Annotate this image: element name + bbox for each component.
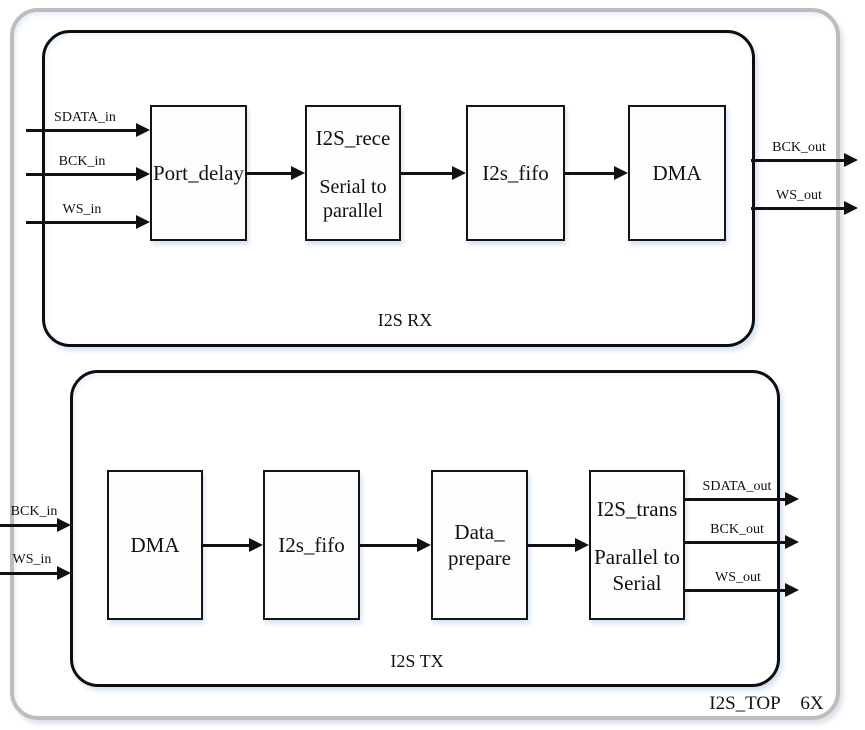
block-rx-i2s-fifo: I2s_fifo xyxy=(466,105,565,241)
wire-rx-ws-out xyxy=(751,207,846,210)
block-label: I2S_trans xyxy=(596,497,678,521)
signal-label-rx-bck-out: BCK_out xyxy=(772,140,826,155)
wire-portdelay-to-i2srece xyxy=(247,172,293,175)
rx-section-title: I2S RX xyxy=(377,310,433,330)
block-label: prepare xyxy=(448,546,511,570)
signal-label-tx-sdata-out: SDATA_out xyxy=(702,479,772,494)
top-module-label: I2S_TOP xyxy=(709,693,781,714)
block-tx-data-prepare: Data_ prepare xyxy=(431,470,528,620)
wire-i2srece-to-i2sfifo xyxy=(401,172,454,175)
signal-label-rx-ws-in: WS_in xyxy=(62,202,102,217)
arrowhead-icon xyxy=(844,153,858,167)
tx-section-title: I2S TX xyxy=(390,651,444,671)
block-sublabel: parallel xyxy=(323,200,383,222)
arrowhead-icon xyxy=(844,201,858,215)
signal-label-tx-ws-in: WS_in xyxy=(12,552,52,567)
wire-tx-ws-out xyxy=(685,589,787,592)
multiplier-label: 6X xyxy=(800,693,824,714)
arrowhead-icon xyxy=(57,566,71,580)
arrowhead-icon xyxy=(136,215,150,229)
wire-rx-bck-out xyxy=(751,159,846,162)
wire-i2sfifo-to-dma xyxy=(565,172,616,175)
block-label: Data_ xyxy=(454,520,505,544)
block-label: I2s_fifo xyxy=(278,533,345,557)
block-label: Port_delay xyxy=(153,161,244,185)
signal-label-rx-ws-out: WS_out xyxy=(776,188,822,203)
arrowhead-icon xyxy=(614,166,628,180)
wire-dma-to-i2sfifo xyxy=(203,544,251,547)
block-rx-dma: DMA xyxy=(628,105,726,241)
signal-label-tx-ws-out: WS_out xyxy=(715,570,761,585)
arrowhead-icon xyxy=(785,535,799,549)
wire-i2sfifo-to-dataprepare xyxy=(360,544,419,547)
block-tx-dma: DMA xyxy=(107,470,203,620)
block-label: DMA xyxy=(130,533,180,557)
arrowhead-icon xyxy=(785,492,799,506)
arrowhead-icon xyxy=(249,538,263,552)
block-sublabel: Serial to xyxy=(319,176,387,198)
arrowhead-icon xyxy=(291,166,305,180)
block-label: I2S_rece xyxy=(315,126,391,150)
arrowhead-icon xyxy=(785,583,799,597)
block-label: DMA xyxy=(652,161,702,185)
wire-dataprepare-to-i2strans xyxy=(528,544,577,547)
signal-label-tx-bck-out: BCK_out xyxy=(710,522,764,537)
block-tx-i2s-fifo: I2s_fifo xyxy=(263,470,360,620)
arrowhead-icon xyxy=(575,538,589,552)
arrowhead-icon xyxy=(136,167,150,181)
wire-rx-bck-in xyxy=(26,173,138,176)
wire-tx-bck-out xyxy=(685,541,787,544)
block-sublabel: Parallel to xyxy=(594,545,680,569)
arrowhead-icon xyxy=(57,518,71,532)
wire-tx-bck-in xyxy=(0,524,59,527)
wire-tx-sdata-out xyxy=(685,498,787,501)
signal-label-tx-bck-in: BCK_in xyxy=(10,504,58,519)
arrowhead-icon xyxy=(417,538,431,552)
block-tx-i2s-trans: I2S_trans Parallel to Serial xyxy=(589,470,685,620)
wire-rx-ws-in xyxy=(26,221,138,224)
block-rx-port-delay: Port_delay xyxy=(150,105,247,241)
wire-tx-ws-in xyxy=(0,572,59,575)
wire-rx-sdata-in xyxy=(26,129,138,132)
block-rx-i2s-rece: I2S_rece Serial to parallel xyxy=(305,105,401,241)
arrowhead-icon xyxy=(136,123,150,137)
signal-label-rx-bck-in: BCK_in xyxy=(58,154,106,169)
signal-label-rx-sdata-in: SDATA_in xyxy=(54,110,116,125)
block-label: I2s_fifo xyxy=(482,161,549,185)
block-sublabel: Serial xyxy=(612,571,662,595)
arrowhead-icon xyxy=(452,166,466,180)
